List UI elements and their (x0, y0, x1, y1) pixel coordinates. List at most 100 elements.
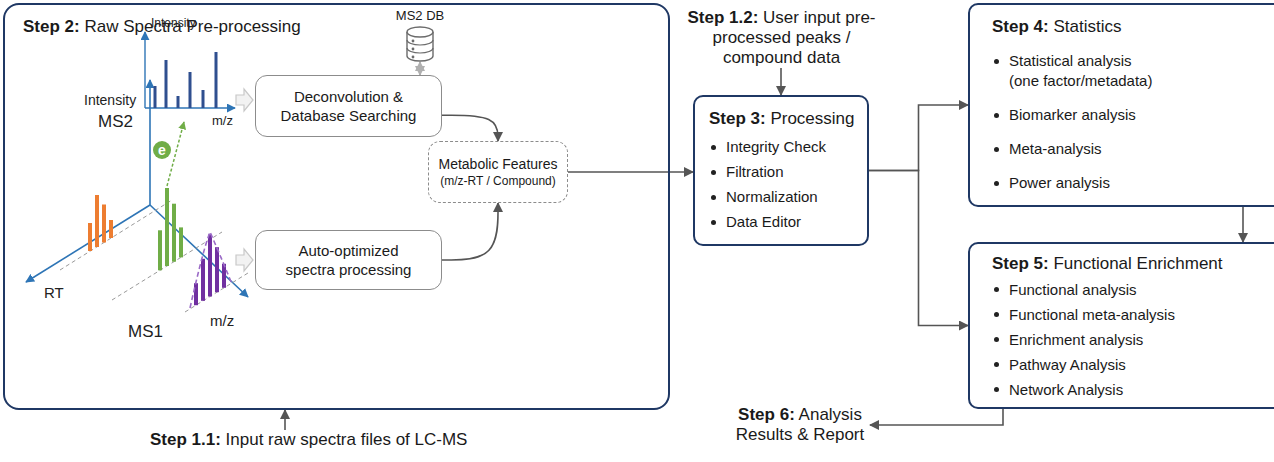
bullet-text: Functional meta-analysis (1009, 305, 1175, 324)
bullet-text: Meta-analysis (1009, 139, 1102, 159)
bullet-dot (994, 181, 999, 186)
flow-arrow (1242, 207, 1244, 242)
ms2-bars (202, 90, 205, 108)
ms2-bars (189, 72, 192, 108)
bullet-row: Functional meta-analysis (992, 305, 1274, 324)
bullet-text: Statistical analysis (one factor/metadat… (1009, 51, 1159, 91)
plot-label: MS1 (128, 322, 163, 342)
bullet-text: Filtration (726, 162, 784, 182)
axis-label: m/z (210, 312, 234, 330)
flow-arrow (869, 105, 968, 171)
purple-peaks (215, 247, 219, 292)
ms2-bars (154, 86, 157, 108)
bullet-text: Functional analysis (1009, 280, 1137, 299)
input-step: Step 1.1: Input raw spectra files of LC-… (150, 430, 467, 450)
stage-panel: Step 2: Raw Spectra Pre-processingMS2 DB… (3, 3, 670, 410)
node-text: Auto-optimized spectra processing (272, 241, 425, 279)
database-cylinder (405, 26, 435, 62)
process-box: Auto-optimized spectra processing (255, 230, 442, 290)
step-number: Step 5: (992, 254, 1049, 273)
database-cylinder (407, 40, 433, 53)
orange-peaks (88, 195, 113, 251)
step-title: Step 3: Processing (709, 109, 857, 129)
bullet-dot (994, 59, 999, 64)
ms1-axes (26, 205, 150, 282)
bullet-dot (994, 287, 999, 292)
bullet-row: Power analysis (992, 173, 1274, 193)
bullet-text: Power analysis (1009, 173, 1110, 193)
bullet-dot (711, 170, 716, 175)
plot-label: MS2 (98, 112, 133, 132)
database-cylinder (412, 48, 415, 51)
bullet-row: Normalization (709, 187, 857, 207)
bullet-dot (994, 387, 999, 392)
bullet-dot (994, 337, 999, 342)
flow-arrow (442, 203, 498, 260)
step-number: Step 2: (23, 17, 80, 36)
ms2-bars (177, 96, 180, 108)
hollow-arrows (236, 249, 253, 271)
flow-arrow (870, 409, 1003, 425)
node-text: Step 1.2: User input pre-processed peaks… (684, 8, 879, 68)
input-step: Step 1.2: User input pre-processed peaks… (684, 8, 879, 68)
ms2-bars (215, 52, 218, 108)
process-box: Deconvolution & Database Searching (255, 75, 442, 137)
bullet-text: Data Editor (726, 212, 801, 232)
feature-box: Metabolic Features(m/z-RT / Compound) (428, 141, 568, 203)
bullet-row: Integrity Check (709, 137, 857, 157)
purple-peaks (222, 264, 226, 288)
bullet-text: Enrichment analysis (1009, 330, 1143, 349)
node-text: Step 6: Analysis Results & Report (730, 405, 870, 445)
step-title: Step 4: Statistics (992, 17, 1274, 37)
step-number: Step 6: (738, 405, 795, 424)
bullet-row: Functional analysis (992, 280, 1274, 299)
orange-peaks (102, 205, 106, 243)
axis-label: Intensity (84, 92, 136, 109)
axis-label: m/z (212, 113, 233, 129)
bullet-text: Pathway Analysis (1009, 355, 1126, 374)
electron-label: e (153, 141, 171, 159)
purple-peaks (208, 235, 212, 297)
bullet-text: Network Analysis (1009, 380, 1123, 399)
bullet-row: Network Analysis (992, 380, 1274, 399)
ms2-axes (145, 32, 235, 108)
node-text: Metabolic Features (435, 155, 561, 173)
chromatogram-curve (190, 232, 232, 308)
step-title: Step 5: Functional Enrichment (992, 254, 1274, 274)
database-icon: MS2 DB (385, 8, 455, 62)
bullet-row: Filtration (709, 162, 857, 182)
flow-arrow (419, 62, 421, 75)
scan-guide-lines (60, 200, 172, 270)
ms1-axes (26, 80, 248, 297)
hollow-arrows (236, 89, 253, 271)
ms1-axes (149, 80, 151, 205)
bullet-row: Pathway Analysis (992, 355, 1274, 374)
step-box: Step 3: ProcessingIntegrity CheckFiltrat… (693, 95, 869, 246)
green-peaks (158, 188, 183, 270)
ms2-bars (165, 60, 168, 108)
database-cylinder (407, 27, 433, 37)
bullet-dot (994, 147, 999, 152)
bullet-row: Biomarker analysis (992, 105, 1274, 125)
node-text: MS2 DB (396, 8, 444, 24)
bullet-text: Integrity Check (726, 137, 826, 157)
flow-arrow (442, 115, 498, 141)
step-number: Step 4: (992, 17, 1049, 36)
flow-arrow (568, 171, 693, 173)
database-cylinder (412, 40, 415, 43)
green-peaks (179, 227, 183, 257)
flow-arrow (869, 171, 968, 326)
green-peaks (165, 188, 169, 266)
ms1-axes (150, 205, 248, 297)
axis-label: Intensity (151, 16, 196, 31)
flow-arrow (284, 410, 286, 430)
ms2-bars (154, 52, 218, 108)
node-text: (m/z-RT / Compound) (435, 173, 561, 189)
scan-guide-lines (60, 200, 248, 312)
database-cylinder (412, 56, 415, 59)
node-text: Step 1.1: Input raw spectra files of LC-… (150, 430, 467, 450)
hollow-arrows (236, 89, 253, 111)
step-number: Step 1.2: (687, 8, 758, 27)
bullet-dot (711, 195, 716, 200)
